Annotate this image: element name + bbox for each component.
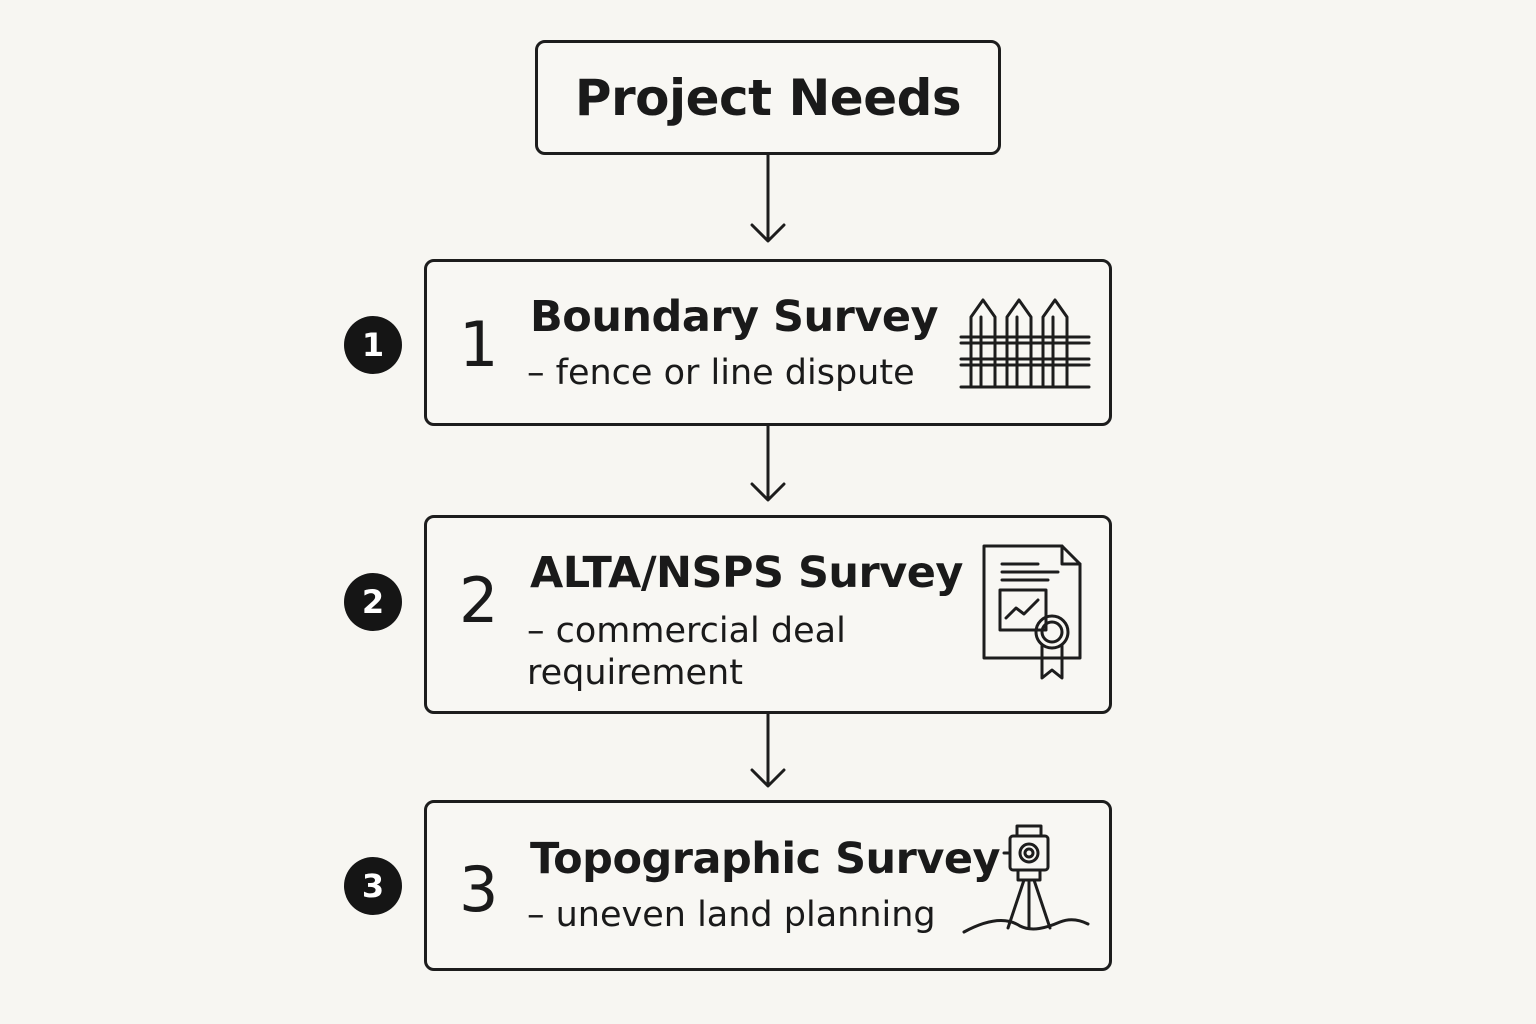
step-topographic-survey: 3 Topographic Survey – uneven land plann… [424, 800, 1112, 971]
step-badge: 2 [344, 573, 402, 631]
flow-arrow [750, 155, 786, 243]
step-title: Topographic Survey [530, 834, 1001, 884]
project-needs-title: Project Needs [574, 68, 962, 127]
surveying-instrument-icon [962, 824, 1090, 934]
step-description: – uneven land planning [527, 895, 936, 935]
step-description: – commercial deal requirement [527, 611, 846, 693]
step-badge: 1 [344, 316, 402, 374]
step-title: ALTA/NSPS Survey [530, 548, 963, 598]
fence-icon [959, 298, 1091, 389]
step-title: Boundary Survey [530, 292, 939, 342]
step-number: 1 [459, 308, 499, 381]
step-number: 3 [459, 853, 499, 926]
certificate-document-icon [982, 544, 1082, 680]
flow-arrow [750, 714, 786, 788]
step-boundary-survey: 1 Boundary Survey – fence or line disput… [424, 259, 1112, 426]
project-needs-box: Project Needs [535, 40, 1001, 155]
step-description: – fence or line dispute [527, 353, 915, 393]
step-number: 2 [459, 564, 499, 637]
step-badge: 3 [344, 857, 402, 915]
flow-arrow [750, 426, 786, 502]
step-alta-nsps-survey: 2 ALTA/NSPS Survey – commercial deal req… [424, 515, 1112, 714]
